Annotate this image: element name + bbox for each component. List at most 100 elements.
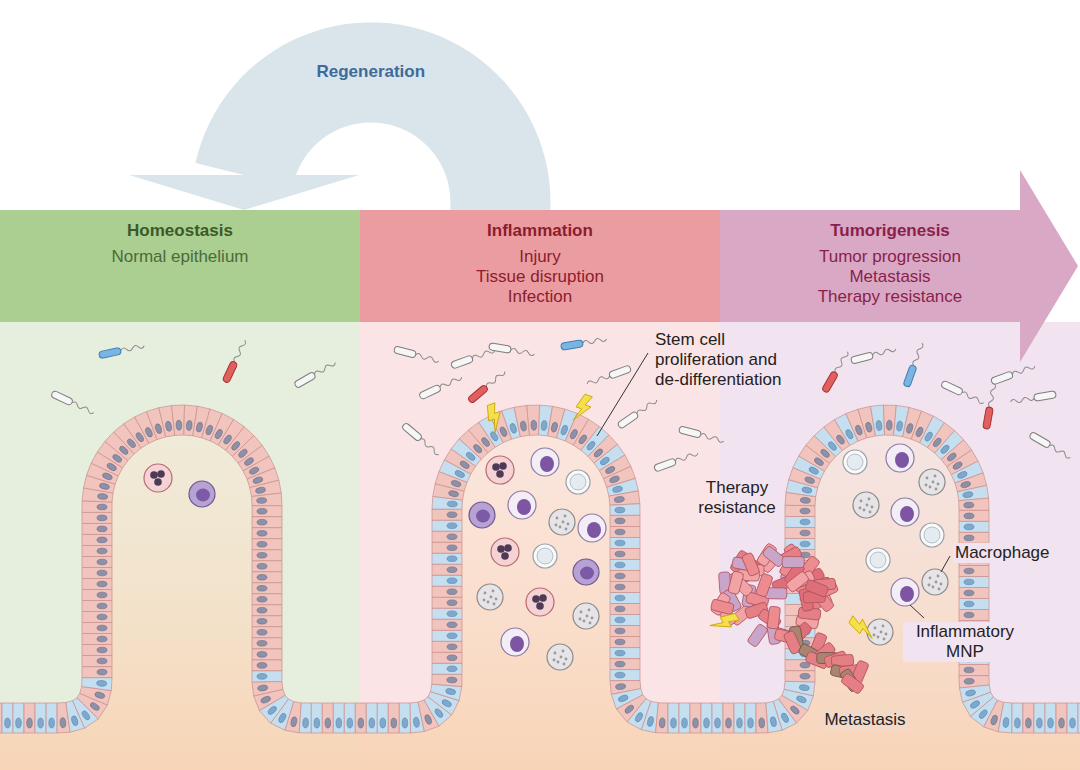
cell-nucleus [671, 718, 677, 728]
granule [928, 584, 931, 587]
cell-nucleus [102, 472, 113, 481]
granule [565, 658, 568, 661]
cell-nucleus [497, 545, 505, 553]
tumor-cell [728, 571, 744, 595]
label-anchor: Metastasis [822, 710, 907, 730]
flagellum [314, 361, 337, 376]
macrophage [477, 584, 503, 610]
epithelial-cell [344, 703, 355, 733]
cell-nucleus [480, 436, 490, 447]
granule [495, 598, 498, 601]
cell-nucleus [517, 499, 531, 515]
cell-nucleus [599, 456, 610, 466]
cell-nucleus [819, 448, 830, 459]
bacterium [678, 426, 724, 445]
cell-nucleus [580, 567, 594, 580]
stage-band: TumorigenesisTumor progressionMetastasis… [720, 170, 1080, 362]
cell-nucleus [615, 628, 625, 634]
cell-nucleus [536, 602, 544, 610]
epithelial-cell [610, 538, 640, 549]
cell-nucleus [257, 575, 267, 581]
cell-nucleus [260, 695, 271, 704]
epithelial-cell [82, 623, 112, 634]
band-text-box: InflammationInjuryTissue disruptionInfec… [360, 210, 720, 322]
cell-nucleus [615, 683, 626, 690]
cell-nucleus [447, 644, 457, 650]
granule [869, 511, 872, 514]
cell-nucleus [624, 704, 635, 715]
flagellum [419, 438, 440, 456]
epithelial-cell [377, 703, 388, 733]
tumor-cell [747, 623, 769, 647]
flagellum [912, 342, 924, 366]
epithelial-cell [432, 619, 462, 630]
bacterium [393, 346, 439, 365]
flagellum [439, 375, 462, 389]
cell-nucleus [165, 421, 172, 432]
cell-nucleus [27, 718, 33, 728]
epithelial-cell [959, 588, 989, 599]
lymphocyte [533, 544, 557, 568]
epithelial-cell [610, 515, 640, 526]
bacterium-body [419, 384, 442, 400]
cell-nucleus [541, 420, 548, 430]
epithelial-cell [959, 566, 989, 577]
epithelial-cell [252, 671, 282, 682]
epithelial-cell [1056, 703, 1067, 733]
epithelial-cell [252, 583, 282, 594]
cell-nucleus [205, 424, 214, 435]
cell-nucleus [97, 526, 107, 532]
cell-nucleus [230, 440, 241, 451]
bacterium-body [1029, 431, 1052, 448]
bacterium-body [903, 364, 917, 387]
monocyte [469, 502, 495, 528]
macrophage [547, 644, 573, 670]
immune-cell [531, 448, 559, 476]
bacterium-body [850, 352, 873, 364]
epithelial-cell [432, 520, 462, 531]
cell-nucleus [796, 695, 807, 704]
cell-nucleus [214, 428, 224, 439]
cell-nucleus [578, 434, 588, 445]
cell-nucleus [1003, 717, 1010, 727]
granule [934, 475, 937, 478]
cell-nucleus [964, 568, 974, 574]
granule [487, 601, 490, 604]
cell-nucleus [154, 478, 162, 486]
epithelial-cell [252, 572, 282, 583]
immune-cell [886, 444, 914, 472]
granule [925, 484, 928, 487]
cell-nucleus [615, 617, 625, 623]
cell-nucleus [196, 422, 204, 433]
epithelial-cell [35, 703, 46, 733]
cell-nucleus [97, 592, 107, 598]
cell-nucleus [447, 534, 457, 540]
bacterium-body [294, 371, 317, 388]
epithelial-cell [252, 517, 282, 528]
cell-nucleus [800, 497, 810, 503]
lymphocyte [866, 548, 890, 572]
flagellum [586, 374, 610, 386]
cell-nucleus [939, 444, 950, 455]
lymphocyte [843, 450, 867, 474]
epithelial-cell [785, 528, 815, 539]
immune-cell [866, 548, 890, 572]
flagellum [485, 370, 506, 388]
immune-cell [891, 498, 919, 526]
tumor-cell [782, 557, 804, 568]
bacterium-body [678, 426, 701, 438]
cell-nucleus [964, 524, 974, 530]
cell-nucleus [257, 619, 267, 625]
granule [580, 611, 583, 614]
epithelial-cell [82, 678, 112, 691]
cell-nucleus [16, 718, 22, 728]
granule [863, 509, 866, 512]
bacterium [467, 369, 507, 404]
bacterium-body [401, 422, 422, 442]
cell-nucleus [964, 667, 974, 673]
neutrophil [491, 538, 519, 566]
bacterium [419, 374, 464, 400]
immune-cell [919, 469, 945, 495]
cell-nucleus [97, 603, 107, 609]
cell-nucleus [957, 470, 968, 479]
